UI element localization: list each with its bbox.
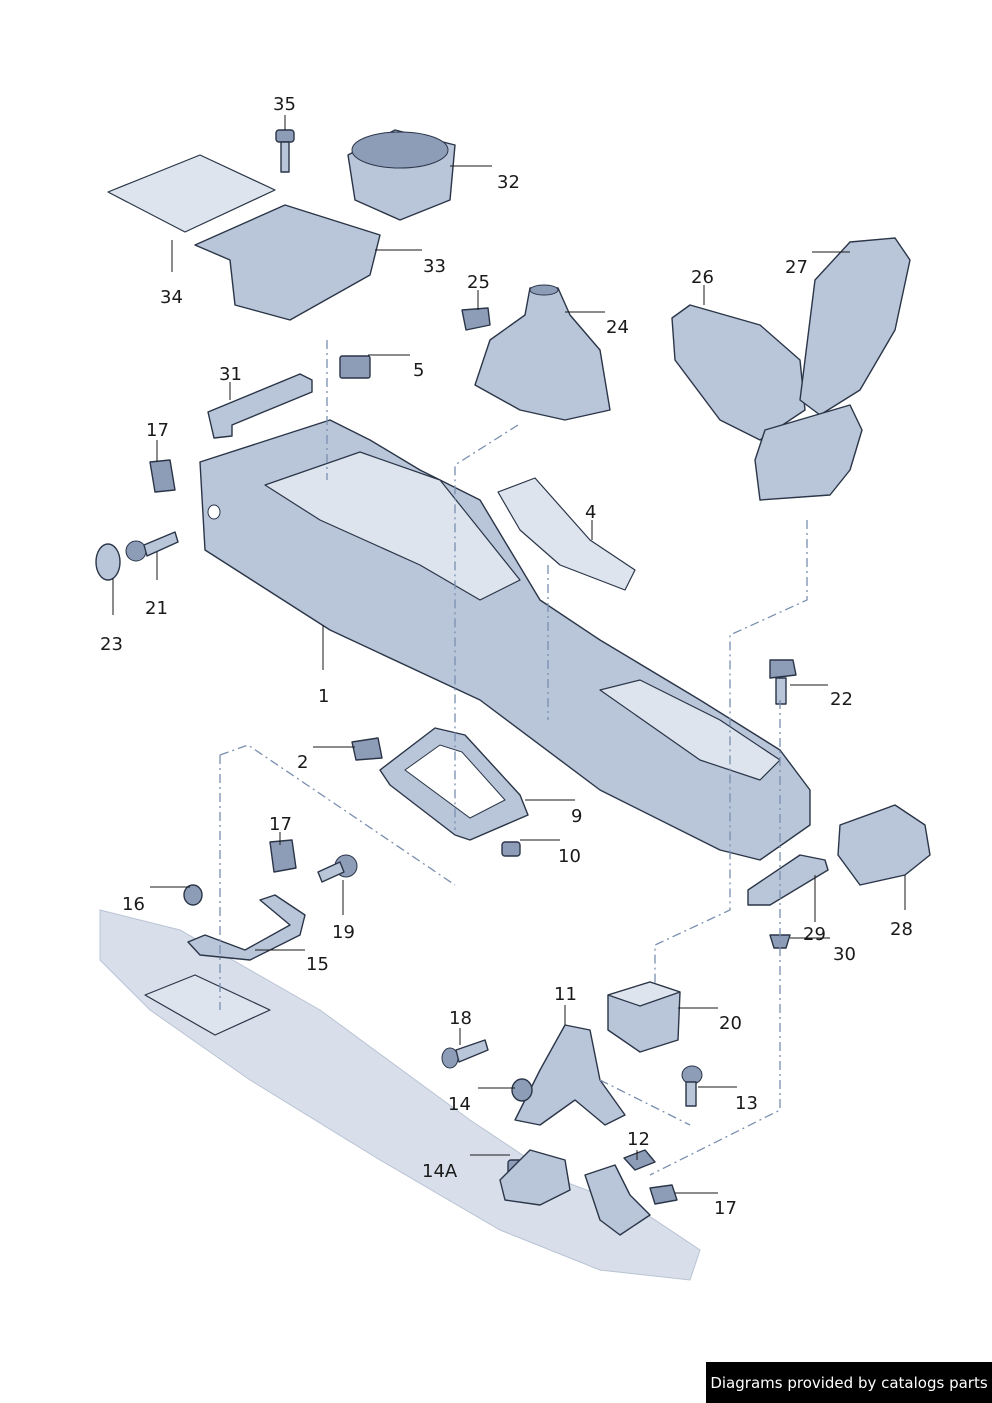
clip-17-mid bbox=[269, 839, 297, 873]
label-16: 16 bbox=[122, 894, 145, 915]
cup-holder-opening bbox=[351, 131, 449, 169]
label-1: 1 bbox=[318, 686, 329, 707]
assembly-line-boot bbox=[454, 424, 519, 830]
label-23: 23 bbox=[100, 634, 123, 655]
console-inner bbox=[264, 451, 521, 601]
floor-mount-left bbox=[499, 1149, 571, 1206]
screw-10 bbox=[501, 841, 521, 857]
label-4: 4 bbox=[585, 502, 596, 523]
screw-21-shaft bbox=[143, 531, 179, 557]
mount-block-top bbox=[607, 981, 681, 1007]
bolt-18-shaft bbox=[455, 1039, 489, 1063]
label-19: 19 bbox=[332, 922, 355, 943]
trim-frame-opening bbox=[404, 744, 506, 819]
end-cap-28 bbox=[837, 804, 931, 886]
label-28: 28 bbox=[890, 919, 913, 940]
label-13: 13 bbox=[735, 1093, 758, 1114]
assembly-line-trim bbox=[219, 744, 456, 886]
label-33: 33 bbox=[423, 256, 446, 277]
label-12: 12 bbox=[627, 1129, 650, 1150]
label-25: 25 bbox=[467, 272, 490, 293]
label-29: 29 bbox=[803, 924, 826, 945]
label-15: 15 bbox=[306, 954, 329, 975]
clip-17-lower bbox=[649, 1184, 678, 1205]
bolt-19-shaft bbox=[317, 861, 345, 883]
label-17b: 17 bbox=[269, 814, 292, 835]
label-14: 14 bbox=[448, 1094, 471, 1115]
bolt-22-shaft bbox=[775, 677, 787, 705]
floor-mount-right bbox=[584, 1164, 651, 1236]
label-5: 5 bbox=[413, 360, 424, 381]
label-14a: 14A bbox=[422, 1161, 458, 1182]
label-32: 32 bbox=[497, 172, 520, 193]
label-35: 35 bbox=[273, 94, 296, 115]
lid-34 bbox=[107, 154, 276, 233]
bracket-29 bbox=[747, 854, 829, 906]
label-17a: 17 bbox=[146, 420, 169, 441]
storage-box-33 bbox=[194, 204, 381, 321]
screw-21-head bbox=[125, 540, 147, 562]
console-hole bbox=[207, 504, 221, 520]
bolt-13-shaft bbox=[685, 1081, 697, 1107]
screw-35 bbox=[275, 129, 295, 143]
nut-16 bbox=[183, 884, 203, 906]
cap-23 bbox=[95, 543, 121, 581]
boot-top bbox=[529, 284, 559, 296]
assembly-line-right bbox=[649, 700, 781, 1176]
floor-recess bbox=[144, 974, 271, 1036]
label-18: 18 bbox=[449, 1008, 472, 1029]
cover-4 bbox=[497, 477, 636, 591]
label-10: 10 bbox=[558, 846, 581, 867]
credit-text: Diagrams provided by catalogs parts bbox=[710, 1373, 988, 1392]
clip-5 bbox=[339, 355, 371, 379]
armrest-lid bbox=[799, 237, 911, 416]
armrest-base bbox=[671, 304, 806, 441]
label-9: 9 bbox=[571, 806, 582, 827]
bracket-15 bbox=[187, 894, 306, 961]
label-2: 2 bbox=[297, 752, 308, 773]
label-11: 11 bbox=[554, 984, 577, 1005]
mount-11 bbox=[514, 1024, 626, 1126]
bolt-22 bbox=[769, 659, 797, 679]
label-21: 21 bbox=[145, 598, 168, 619]
label-26: 26 bbox=[691, 267, 714, 288]
armrest-hinge bbox=[754, 404, 863, 501]
label-22: 22 bbox=[830, 689, 853, 710]
nut-12 bbox=[623, 1149, 656, 1171]
label-30: 30 bbox=[833, 944, 856, 965]
assembly-line-mount bbox=[599, 1079, 691, 1126]
label-20: 20 bbox=[719, 1013, 742, 1034]
label-17c: 17 bbox=[714, 1198, 737, 1219]
clip-2 bbox=[351, 737, 383, 761]
handle-31 bbox=[207, 373, 313, 439]
label-34: 34 bbox=[160, 287, 183, 308]
label-31: 31 bbox=[219, 364, 242, 385]
label-24: 24 bbox=[606, 317, 629, 338]
label-27: 27 bbox=[785, 257, 808, 278]
clip-25 bbox=[461, 307, 491, 331]
nut-14 bbox=[511, 1078, 533, 1102]
screw-35-shaft bbox=[280, 141, 290, 173]
clip-17-upper bbox=[149, 459, 176, 493]
credit-banner: Diagrams provided by catalogs parts bbox=[706, 1362, 992, 1403]
gear-boot bbox=[474, 287, 611, 421]
